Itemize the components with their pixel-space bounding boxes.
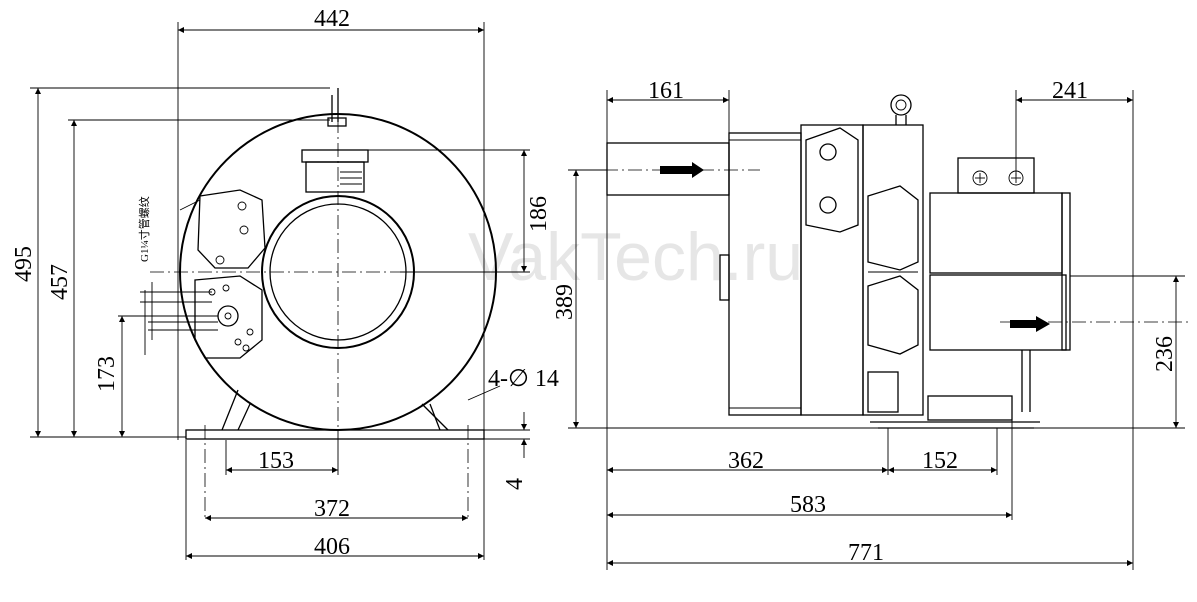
thread-note: G1¼寸管螺纹 — [137, 196, 151, 262]
silencer-blocks — [805, 127, 919, 355]
dim-495: 495 — [11, 246, 37, 282]
outlet-arrow-icon — [1010, 316, 1050, 332]
dim-236: 236 — [1152, 336, 1178, 372]
dim-173: 173 — [94, 356, 120, 392]
motor — [929, 157, 1071, 412]
dim-161: 161 — [648, 78, 684, 104]
dim-362: 362 — [728, 448, 764, 474]
dim-583: 583 — [790, 492, 826, 518]
side-view: 161 241 389 236 362 152 583 771 — [552, 78, 1190, 570]
lifting-eye — [327, 88, 347, 127]
side-lifting-eye — [890, 94, 912, 125]
base-feet — [185, 389, 485, 520]
dim-406: 406 — [314, 534, 350, 560]
side-base — [867, 371, 1040, 429]
dim-153: 153 — [258, 448, 294, 474]
top-nozzle — [301, 149, 369, 193]
dim-152: 152 — [922, 448, 958, 474]
mount-holes-label: 4-∅ 14 — [488, 366, 559, 392]
dim-4: 4 — [502, 478, 528, 490]
dim-241: 241 — [1052, 78, 1088, 104]
side-silencer — [179, 189, 266, 359]
dim-186: 186 — [526, 196, 552, 232]
dim-442: 442 — [314, 6, 350, 32]
threaded-ports — [118, 282, 218, 355]
watermark: VakTech.ru — [468, 219, 803, 295]
dim-372: 372 — [314, 496, 350, 522]
dim-389: 389 — [552, 284, 578, 320]
front-view: 442 495 457 186 173 153 372 406 4 4-∅ 14… — [11, 6, 559, 560]
dim-771: 771 — [848, 540, 884, 566]
dim-457: 457 — [47, 264, 73, 300]
